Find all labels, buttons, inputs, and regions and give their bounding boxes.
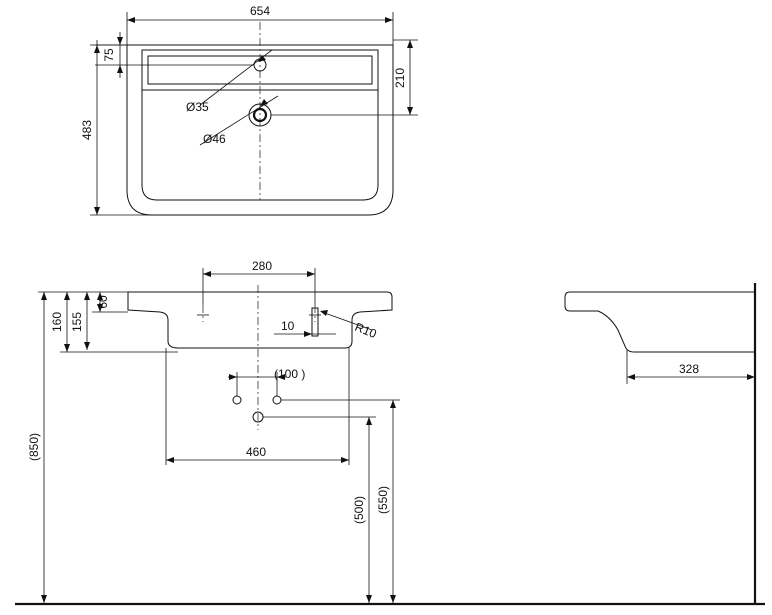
side-view: 328 [564,283,757,604]
width460-arrow-left [166,457,174,463]
projection-arrow-right [747,374,755,380]
width-label: 654 [250,4,270,18]
overall-height-arrow-bottom [41,595,47,603]
bracket-hole-left [232,395,242,405]
bowl-depth-a-label: 155 [70,312,84,332]
outlet-offset-label: 210 [393,68,407,88]
front-basin-profile [127,291,393,349]
tap-arrow-left [203,271,211,277]
bracket-height-a-arrow-bottom [366,595,372,603]
front-view: 280 60 155 160 (850) 10 R10 [15,259,765,606]
projection-arrow-left [627,374,635,380]
bracket-height-b-label: (550) [376,486,390,514]
tap-spacing-label: 280 [252,259,272,273]
bowl-depth-b-arrow-top [64,292,70,300]
bracket-height-b-arrow-top [390,400,396,408]
radius-arrow [320,310,328,316]
bowl-outline [141,49,379,201]
bracket-width-label: 460 [246,445,266,459]
rim-arrow-bottom [117,65,123,73]
bowl-depth-b-arrow-bottom [64,344,70,352]
rim-arrow-top [117,37,123,45]
drain-label: Ø46 [203,132,226,146]
tap-leader-arrow [258,55,266,62]
rim-height-arrow-bottom [97,304,103,312]
outlet-arrow-top [407,40,413,48]
basin-outline [126,44,394,216]
overall-height-label: (850) [27,433,41,461]
drain-leader-arrow [260,99,268,106]
bracket-arrow-right [277,374,285,380]
wall-gap-arrow [304,331,312,337]
bowl-depth-a-arrow-bottom [84,342,90,350]
bracket-arrow-left [229,374,237,380]
overall-height-arrow-top [41,292,47,300]
depth-label: 483 [80,120,94,140]
bracket-hole-right [272,395,282,405]
tap-arrow-right [307,271,315,277]
wall-gap-label: 10 [281,319,295,333]
bowl-depth-b-label: 160 [50,312,64,332]
bowl-depth-a-arrow-top [84,292,90,300]
side-basin-profile [564,291,755,353]
rim-height-label: 60 [96,295,110,309]
projection-label: 328 [679,362,699,376]
rear-deck-outline [147,55,373,85]
outlet-arrow-bottom [407,107,413,115]
top-view: 654 75 210 483 Ø35 Ø46 [80,4,418,216]
tap-hole-label: Ø35 [186,100,209,114]
width-arrow-right [385,17,393,23]
depth-arrow-bottom [94,207,100,215]
rim-height-arrow-top [97,292,103,300]
bracket-height-a-arrow-top [366,417,372,425]
width460-arrow-right [341,457,349,463]
radius-leader [321,311,373,331]
width-arrow-left [127,17,135,23]
bracket-height-a-label: (500) [352,496,366,524]
bracket-height-b-arrow-bottom [390,595,396,603]
depth-arrow-top [94,45,100,53]
bracket-spacing-label: (100 ) [274,367,305,381]
radius-label: R10 [353,320,379,341]
drain-inner [252,107,268,123]
rim-label: 75 [102,48,116,62]
wall-bolt [311,307,319,337]
